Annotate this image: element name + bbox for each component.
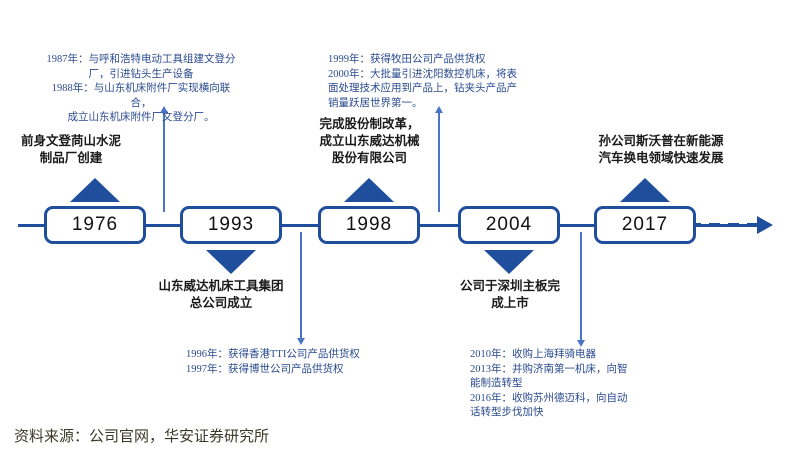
source-footnote: 资料来源：公司官网，华安证券研究所 <box>14 429 270 445</box>
timeline-node-2004[interactable]: 2004 <box>458 206 560 244</box>
caption-2017: 孙公司斯沃普在新能源汽车换电领域快速发展 <box>598 134 724 165</box>
timeline-node-year-label: 2004 <box>485 214 533 235</box>
leader-line-1987-1988 <box>163 112 165 212</box>
leader-arrowhead-1996-1997 <box>297 338 305 345</box>
leader-line-1999-2000 <box>438 112 440 212</box>
timeline-node-1976[interactable]: 1976 <box>44 206 146 244</box>
timeline-arrow-icon <box>757 216 773 234</box>
timeline-node-year-label: 2017 <box>621 214 669 235</box>
caption-1993: 山东威达机床工具集团总公司成立 <box>158 279 284 310</box>
timeline-node-year-label: 1976 <box>71 214 119 235</box>
pointer-triangle-1993 <box>206 250 256 274</box>
timeline-axis-dashed-tail <box>690 223 762 227</box>
timeline-node-year-label: 1998 <box>345 214 393 235</box>
caption-1976: 前身文登苘山水泥制品厂创建 <box>20 134 121 165</box>
pointer-triangle-2017 <box>620 178 670 202</box>
timeline-node-1993[interactable]: 1993 <box>180 206 282 244</box>
leader-arrowhead-2010-2016 <box>577 340 585 347</box>
pointer-triangle-2004 <box>484 250 534 274</box>
leader-arrowhead-1999-2000 <box>435 106 443 113</box>
caption-1998: 完成股份制改革，成立山东威达机械股份有限公司 <box>319 117 420 165</box>
caption-2004: 公司于深圳主板完成上市 <box>459 279 560 310</box>
pointer-triangle-1998 <box>344 178 394 202</box>
timeline-node-2017[interactable]: 2017 <box>594 206 696 244</box>
leader-line-2010-2016 <box>580 232 582 342</box>
leader-arrowhead-1987-1988 <box>160 106 168 113</box>
pointer-triangle-1976 <box>70 178 120 202</box>
timeline-node-year-label: 1993 <box>207 214 255 235</box>
timeline-node-1998[interactable]: 1998 <box>318 206 420 244</box>
leader-line-1996-1997 <box>300 232 302 340</box>
